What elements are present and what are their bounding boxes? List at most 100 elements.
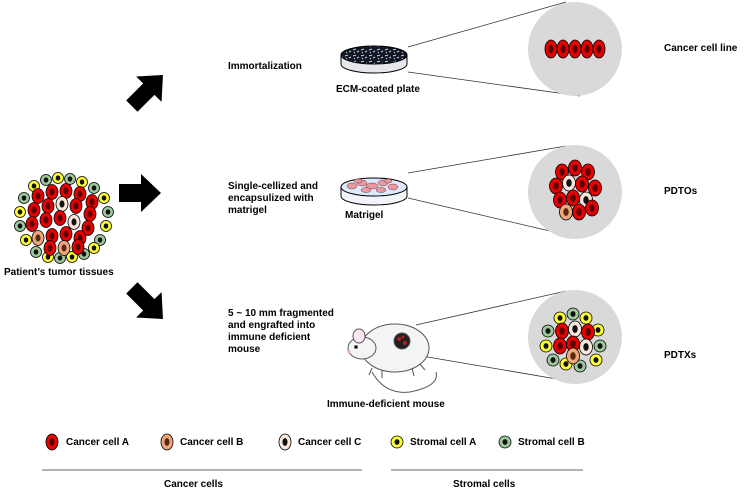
cancer-cell-a-icon xyxy=(39,212,53,228)
stromal-cell-a-icon xyxy=(539,339,553,353)
method-fragmented: 5 ~ 10 mm fragmented and engrafted into … xyxy=(228,308,334,355)
stromal-cell-a-icon xyxy=(579,311,593,325)
cancer-cell-a-icon xyxy=(549,177,563,195)
legend-label-cancer-a: Cancer cell A xyxy=(66,437,129,448)
cancer-cell-a-icon xyxy=(53,210,67,226)
tumor-tissue-cluster xyxy=(14,172,114,264)
cancer-cell-a-icon xyxy=(69,198,83,214)
cancer-cell-c-icon xyxy=(579,338,593,356)
stromal-cell-a-icon xyxy=(20,234,32,246)
cancer-cell-a-icon xyxy=(27,202,41,218)
stromal-cell-b-icon xyxy=(88,182,100,194)
source-label: Patient’s tumor tissues xyxy=(4,267,114,278)
cell-line-cells xyxy=(544,39,606,59)
method-immortalization: Immortalization xyxy=(228,61,302,72)
cancer-cell-a-icon xyxy=(45,184,59,200)
cancer-cell-a-icon xyxy=(544,39,558,59)
cancer-cell-a-icon xyxy=(581,163,595,181)
arrow-up-right xyxy=(126,75,163,112)
cancer-cell-a-icon xyxy=(83,206,97,222)
arrow-down-right xyxy=(126,282,163,319)
matrigel-plate xyxy=(340,177,408,206)
stromal-cell-b-icon xyxy=(546,353,560,367)
cancer-cell-c-icon xyxy=(568,320,582,338)
stromal-cell-b-icon xyxy=(498,435,512,449)
cancer-cell-a-icon xyxy=(43,240,57,256)
stromal-cell-b-icon xyxy=(30,246,42,258)
cancer-cell-c-icon xyxy=(55,196,69,212)
cancer-cell-a-icon xyxy=(45,228,59,244)
result-pdtxs: PDTXs xyxy=(664,350,697,361)
cancer-cell-a-icon xyxy=(553,337,567,355)
cancer-cell-b-icon xyxy=(57,240,71,256)
legend-label-stromal-b: Stromal cell B xyxy=(518,437,585,448)
cancer-cell-c-icon xyxy=(278,433,292,451)
pdto-cells xyxy=(549,159,602,221)
arrow-right xyxy=(119,174,161,212)
cancer-cell-a-icon xyxy=(585,199,599,217)
cancer-cell-a-icon xyxy=(25,216,39,232)
cancer-cell-a-icon xyxy=(556,39,570,59)
stromal-cell-b-icon xyxy=(40,174,52,186)
cancer-cell-c-icon xyxy=(67,214,81,230)
mouse-illustration xyxy=(347,323,437,393)
vessel-matrigel: Matrigel xyxy=(345,210,384,221)
zoom-guides xyxy=(407,1,581,384)
cancer-cell-a-icon xyxy=(575,175,589,193)
cancer-cell-a-icon xyxy=(41,198,55,214)
cancer-cell-b-icon xyxy=(31,230,45,246)
stromal-cell-b-icon xyxy=(593,339,607,353)
cancer-cell-a-icon xyxy=(81,220,95,236)
cancer-cell-a-icon xyxy=(71,239,85,255)
stromal-cell-a-icon xyxy=(66,251,78,263)
cancer-cell-a-icon xyxy=(85,194,99,210)
method-single-cellized: Single-cellized and encapsulized with ma… xyxy=(228,181,319,216)
vessel-ecm-plate: ECM-coated plate xyxy=(336,84,420,95)
stromal-cell-b-icon xyxy=(64,173,76,185)
cancer-cell-b-icon xyxy=(559,203,573,221)
stromal-cell-a-icon xyxy=(52,172,64,184)
stromal-cell-a-icon xyxy=(88,242,100,254)
legend-group-cancer-cells: Cancer cells xyxy=(164,479,223,490)
legend-label-cancer-c: Cancer cell C xyxy=(298,437,362,448)
cancer-cell-a-icon xyxy=(566,189,580,207)
legend-group-stromal-cells: Stromal cells xyxy=(453,479,516,490)
cancer-cell-a-icon xyxy=(555,322,569,340)
stromal-cell-b-icon xyxy=(94,234,106,246)
cancer-cell-a-icon xyxy=(581,323,595,341)
cancer-cell-a-icon xyxy=(588,179,602,197)
cancer-cell-b-icon xyxy=(566,347,580,365)
cancer-cell-a-icon xyxy=(566,335,580,353)
cancer-cell-a-icon xyxy=(580,39,594,59)
cancer-cell-a-icon xyxy=(572,203,586,221)
cancer-cell-a-icon xyxy=(45,433,59,451)
cancer-cell-a-icon xyxy=(59,226,73,242)
cancer-cell-a-icon xyxy=(592,39,606,59)
legend-icons xyxy=(45,433,512,451)
cancer-cell-a-icon xyxy=(568,159,582,177)
cancer-cell-a-icon xyxy=(553,191,567,209)
pdtx-cells xyxy=(539,307,607,373)
stromal-cell-a-icon xyxy=(591,323,605,337)
cancer-cell-a-icon xyxy=(568,39,582,59)
stromal-cell-a-icon xyxy=(76,176,88,188)
stromal-cell-a-icon xyxy=(14,206,26,218)
stromal-cell-a-icon xyxy=(553,311,567,325)
stromal-cell-a-icon xyxy=(390,435,404,449)
cancer-cell-a-icon xyxy=(31,188,45,204)
result-pdtos: PDTOs xyxy=(664,186,698,197)
stromal-cell-b-icon xyxy=(573,359,587,373)
stromal-cell-b-icon xyxy=(102,206,114,218)
cancer-cell-c-icon xyxy=(562,174,576,192)
vessel-mouse: Immune-deficient mouse xyxy=(327,399,445,410)
stromal-cell-b-icon xyxy=(541,324,555,338)
stromal-cell-a-icon xyxy=(98,192,110,204)
ecm-plate xyxy=(340,45,408,74)
stromal-cell-b-icon xyxy=(566,307,580,321)
stromal-cell-b-icon xyxy=(14,220,26,232)
stromal-cell-b-icon xyxy=(18,192,30,204)
legend-label-cancer-b: Cancer cell B xyxy=(180,437,244,448)
stromal-cell-a-icon xyxy=(589,353,603,367)
